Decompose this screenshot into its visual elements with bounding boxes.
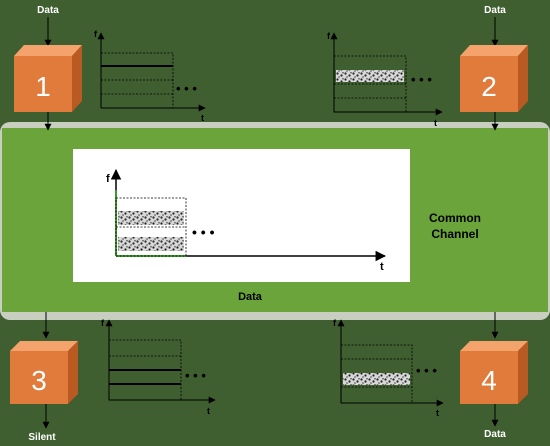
channel-band-a xyxy=(118,211,184,225)
station-2-box: 2 xyxy=(460,45,528,112)
station-1-input-label: Data xyxy=(37,5,59,16)
station-2-freq-label: f xyxy=(327,31,331,41)
channel-band-b xyxy=(118,237,184,251)
station-4-box: 4 xyxy=(460,341,528,404)
station-3-number: 3 xyxy=(31,365,47,396)
station-4-output-label: Data xyxy=(484,429,506,440)
station-4-time-label: t xyxy=(436,408,439,418)
station-3-time-label: t xyxy=(207,406,210,416)
station-2-spectrum: f t • • • xyxy=(327,31,443,128)
station-4-number: 4 xyxy=(481,365,497,396)
station-2-input-label: Data xyxy=(484,5,506,16)
station-2-ellipsis: • • • xyxy=(411,72,432,87)
channel-freq-label: f xyxy=(106,173,110,185)
channel-title-line1: Common xyxy=(429,211,481,225)
station-4-spectrum: f t • • • xyxy=(333,318,444,418)
station-1-number: 1 xyxy=(35,71,51,102)
station-1-box: 1 xyxy=(14,45,82,112)
station-2-number: 2 xyxy=(481,71,497,102)
station-4: 4 Data f t • • • xyxy=(333,312,528,440)
channel-title-line2: Channel xyxy=(431,227,478,241)
station-3-freq-label: f xyxy=(101,318,105,328)
station-1-ellipsis: • • • xyxy=(176,81,197,96)
station-3-spectrum: f t • • • xyxy=(101,318,216,416)
station-1-freq-label: f xyxy=(94,29,98,39)
station-2: Data 2 f t • • • xyxy=(327,5,528,131)
station-1-spectrum: f t • • • xyxy=(94,29,206,123)
station-3: 3 Silent f t • • • xyxy=(10,312,216,443)
channel-ellipsis: • • • xyxy=(192,224,215,240)
channel-time-label: t xyxy=(380,261,384,273)
station-2-time-label: t xyxy=(434,118,437,128)
station-3-ellipsis: • • • xyxy=(185,368,206,383)
station-4-freq-label: f xyxy=(333,318,337,328)
channel-data-label: Data xyxy=(238,291,263,303)
station-3-box: 3 xyxy=(10,341,78,404)
station-1: Data 1 f t • • • xyxy=(14,5,206,131)
station-1-time-label: t xyxy=(201,113,204,123)
station-3-output-label: Silent xyxy=(28,432,56,443)
station-4-active-band xyxy=(343,373,410,385)
station-2-active-band xyxy=(336,70,404,82)
station-4-ellipsis: • • • xyxy=(416,363,437,378)
channel-spectrum-chart: f t • • • xyxy=(106,168,387,273)
